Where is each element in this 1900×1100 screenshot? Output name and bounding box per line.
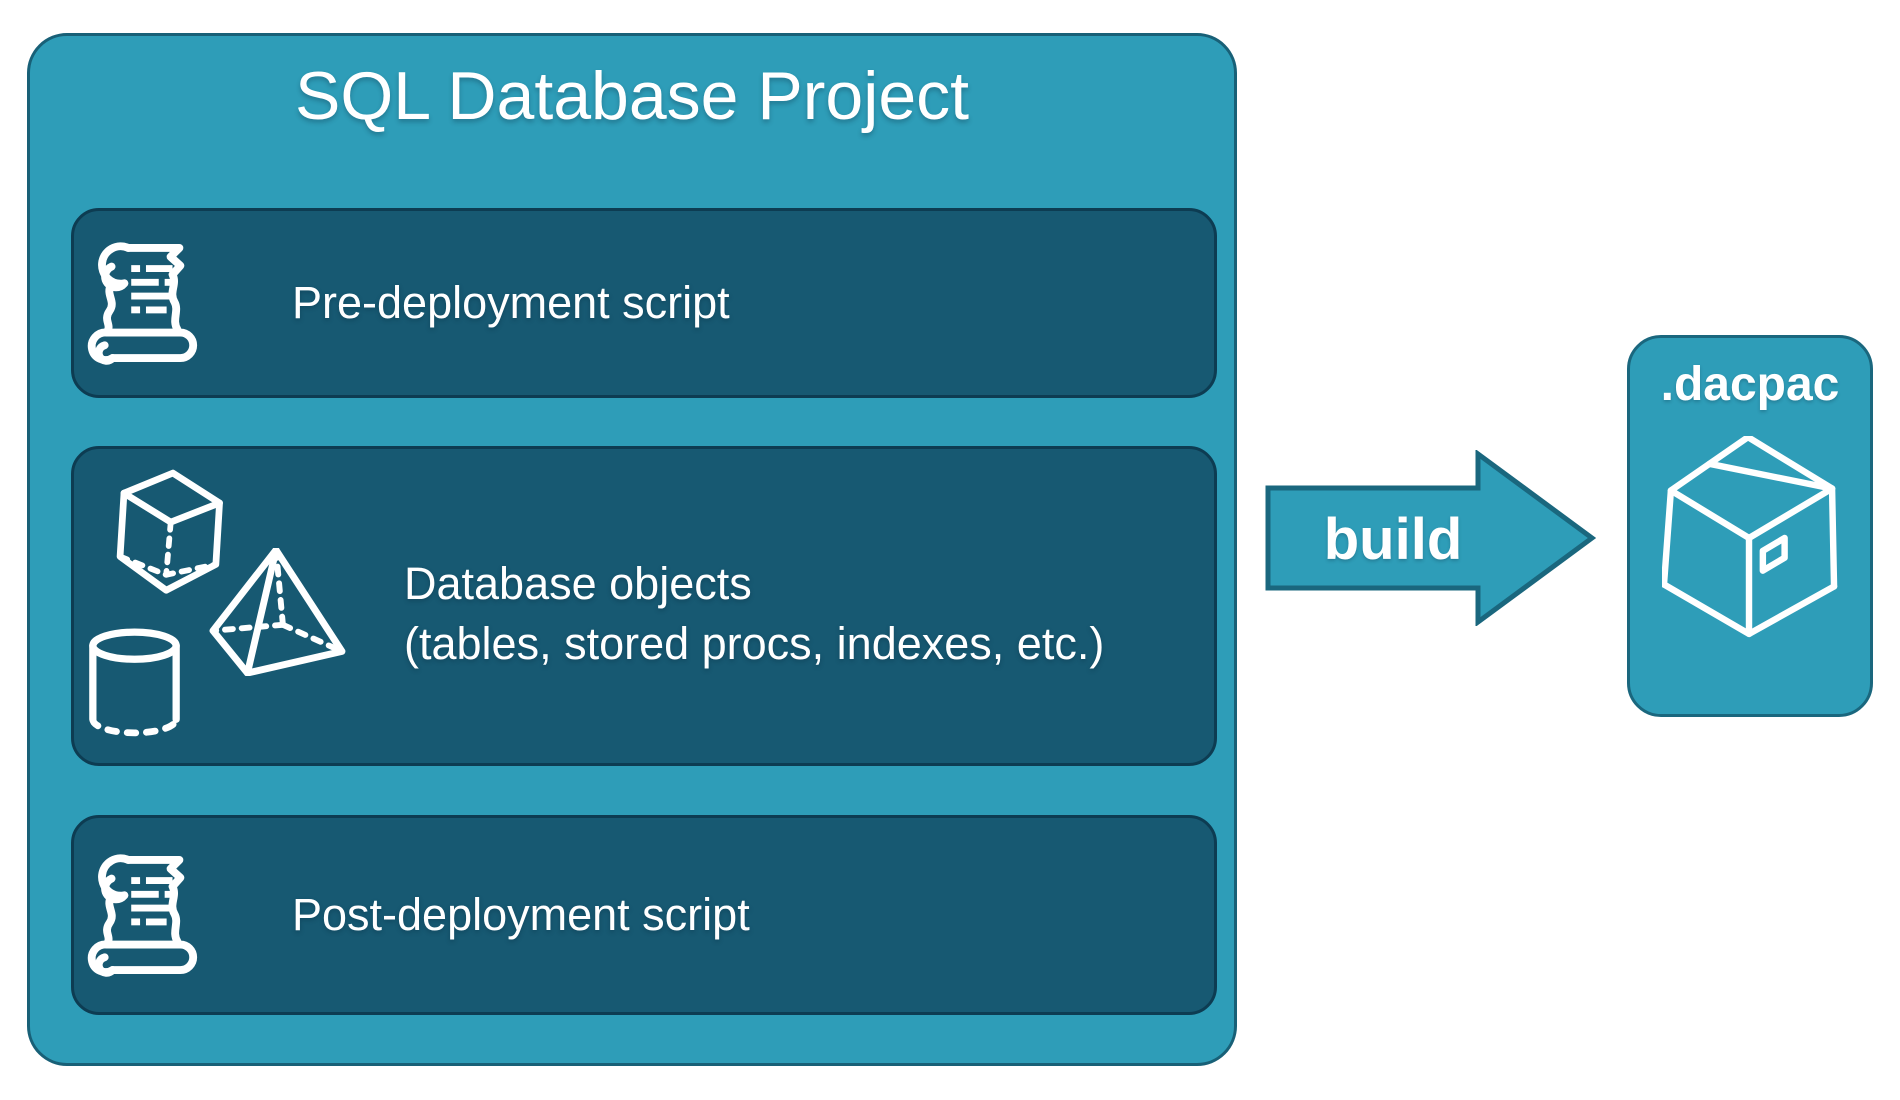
scroll-icon	[87, 242, 198, 365]
pyramid-icon	[209, 548, 346, 676]
pre-deployment-label: Pre-deployment script	[292, 277, 730, 328]
scroll-icon	[87, 854, 198, 977]
build-label: build	[1323, 506, 1463, 572]
geometric-shapes-icon	[74, 449, 374, 763]
database-objects-line1: Database objects	[404, 558, 752, 609]
dacpac-box: .dacpac	[1627, 335, 1873, 717]
database-objects-line2: (tables, stored procs, indexes, etc.)	[404, 618, 1105, 669]
sql-database-project-box: SQL Database Project	[27, 33, 1237, 1066]
package-icon	[1662, 436, 1838, 638]
post-deployment-box: Post-deployment script	[71, 815, 1217, 1015]
database-objects-box: Database objects (tables, stored procs, …	[71, 446, 1217, 766]
pre-deployment-box: Pre-deployment script	[71, 208, 1217, 398]
cube-icon	[116, 469, 223, 594]
arrow-right-icon	[1265, 450, 1596, 626]
dacpac-label: .dacpac	[1660, 358, 1840, 411]
project-title: SQL Database Project	[294, 58, 970, 134]
post-deployment-label: Post-deployment script	[292, 889, 750, 940]
cylinder-icon	[89, 628, 180, 737]
database-objects-label: Database objects (tables, stored procs, …	[404, 554, 1104, 674]
